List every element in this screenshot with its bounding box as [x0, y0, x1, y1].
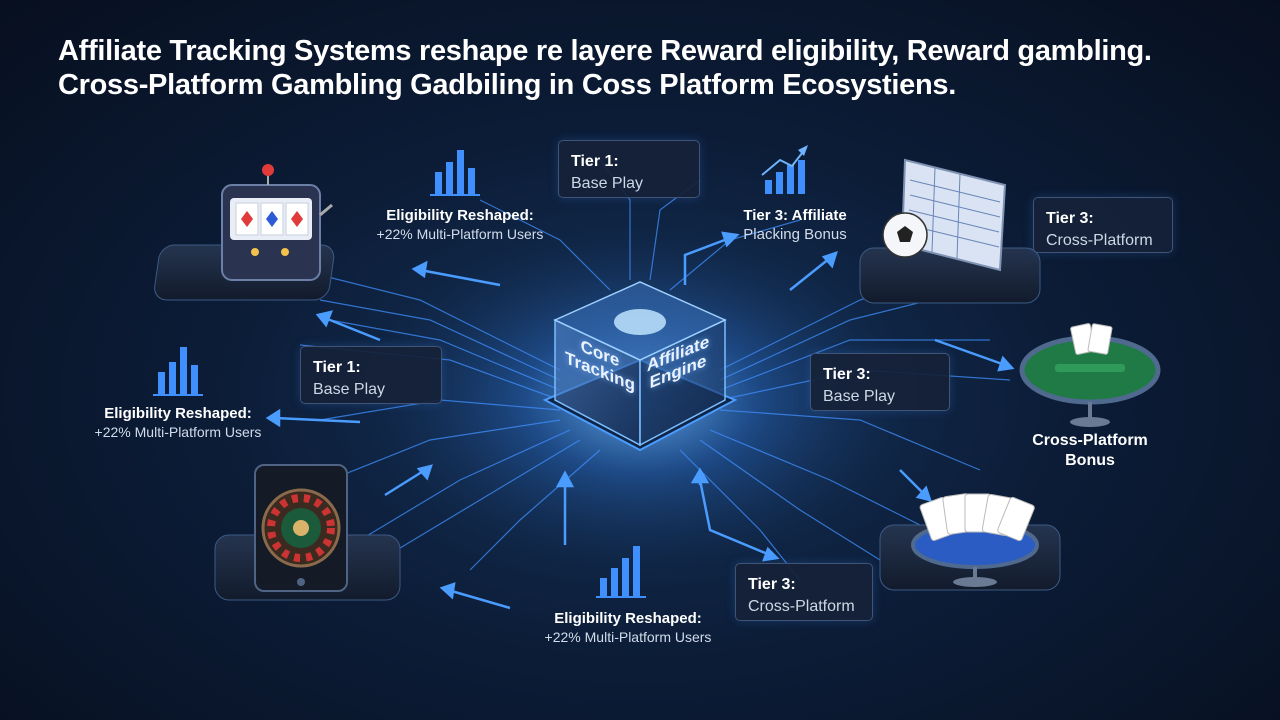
- flow-arrows: [265, 231, 1015, 610]
- tier3-bottom-title: Tier 3:: [748, 576, 796, 593]
- tier3-bottom-sub: Cross-Platform: [748, 598, 855, 615]
- tier1-left-card: Tier 1: Base Play: [300, 346, 442, 404]
- tier3-top-right-title: Tier 3:: [1046, 210, 1094, 227]
- tier1-left-sub: Base Play: [313, 381, 386, 398]
- eligibility-stat-bottom-title: Eligibility Reshaped:: [554, 610, 702, 627]
- tier1-top-card: Tier 1: Base Play: [558, 140, 700, 198]
- tier3-top-right-sub: Cross-Platform: [1046, 232, 1153, 249]
- bar-chart-icon-left: [153, 347, 203, 396]
- tier1-left-title: Tier 1:: [313, 359, 361, 376]
- bar-chart-icon-bottom: [596, 546, 646, 598]
- page-title: Affiliate Tracking Systems reshape re la…: [58, 34, 1238, 102]
- affiliate-bonus-title: Tier 3: Affiliate: [743, 207, 847, 224]
- eligibility-stat-top-sub: +22% Multi-Platform Users: [376, 226, 544, 242]
- tier3-bottom-card: Tier 3: Cross-Platform: [735, 563, 873, 621]
- hub-cube: [542, 281, 738, 452]
- cross-platform-bonus-line2: Bonus: [1065, 452, 1115, 469]
- title-line-1: Affiliate Tracking Systems reshape re la…: [58, 35, 1152, 67]
- eligibility-stat-top: Eligibility Reshaped: +22% Multi-Platfor…: [360, 206, 560, 244]
- eligibility-stat-left-sub: +22% Multi-Platform Users: [94, 424, 262, 440]
- tier1-top-sub: Base Play: [571, 175, 644, 192]
- tier1-top-title: Tier 1:: [571, 153, 619, 170]
- roulette-tablet-icon: [254, 464, 348, 592]
- eligibility-stat-left: Eligibility Reshaped: +22% Multi-Platfor…: [78, 404, 278, 442]
- poker-table-icon: [1019, 323, 1161, 427]
- tier3-top-right-card: Tier 3: Cross-Platform: [1033, 197, 1173, 253]
- cross-platform-bonus-line1: Cross-Platform: [1032, 432, 1148, 449]
- tier3-right-mid-sub: Base Play: [823, 388, 896, 405]
- eligibility-stat-bottom-sub: +22% Multi-Platform Users: [544, 629, 712, 645]
- trend-chart-icon: [761, 145, 808, 194]
- eligibility-stat-top-title: Eligibility Reshaped:: [386, 207, 534, 224]
- affiliate-bonus-label: Tier 3: Affiliate Placking Bonus: [720, 206, 870, 244]
- cross-platform-bonus-label: Cross-Platform Bonus: [1010, 431, 1170, 471]
- affiliate-bonus-sub: Placking Bonus: [743, 226, 847, 243]
- sports-betting-icon: [882, 158, 1007, 272]
- tier3-right-mid-card: Tier 3: Base Play: [810, 353, 950, 411]
- playing-cards-icon: [911, 493, 1039, 587]
- eligibility-stat-left-title: Eligibility Reshaped:: [104, 405, 252, 422]
- bar-chart-icon-top: [430, 150, 480, 196]
- slot-machine-icon: [221, 164, 333, 281]
- title-line-2: Cross-Platform Gambling Gadbiling in Cos…: [58, 69, 956, 101]
- eligibility-stat-bottom: Eligibility Reshaped: +22% Multi-Platfor…: [528, 609, 728, 647]
- tier3-right-mid-title: Tier 3:: [823, 366, 871, 383]
